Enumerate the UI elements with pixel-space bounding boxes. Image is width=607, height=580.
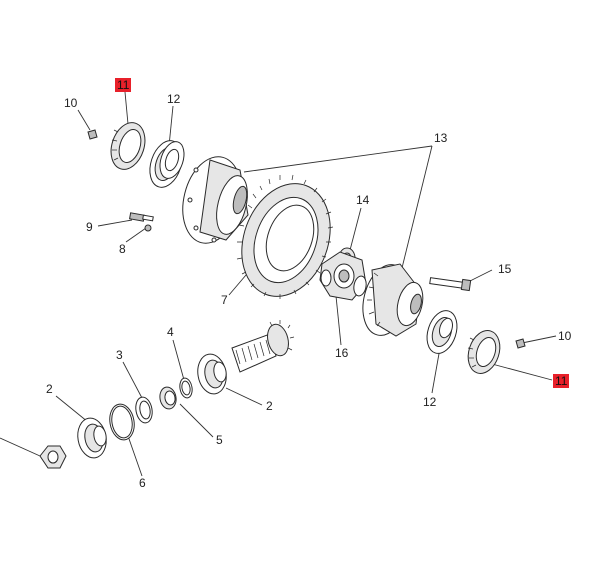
bearing-2-left — [77, 417, 107, 459]
lock-ring-right — [467, 330, 501, 374]
leader-6 — [127, 435, 143, 477]
leader-8 — [125, 227, 147, 243]
leader-10-right — [521, 335, 557, 344]
callout-10-right: 10 — [558, 329, 572, 343]
leader-10-top — [77, 109, 91, 131]
leader-lines — [0, 91, 557, 477]
leader-11-top — [124, 91, 129, 125]
drive-pinion-shaft — [231, 320, 295, 373]
leader-3 — [122, 361, 143, 399]
shim-ring-4 — [179, 377, 193, 399]
leader-9 — [97, 219, 133, 227]
callout-5: 5 — [216, 433, 223, 447]
callout-7: 7 — [221, 293, 228, 307]
bearing-2-right — [197, 353, 227, 395]
callout-16: 16 — [335, 346, 349, 360]
callout-12-top: 12 — [167, 92, 181, 106]
leader-2-right — [225, 387, 263, 406]
bolt-15 — [429, 277, 472, 292]
seal-ring-3 — [135, 396, 153, 424]
leader-7 — [228, 274, 247, 296]
set-screw-right — [515, 338, 526, 349]
leader-13-b — [401, 145, 433, 269]
callout-2-left: 2 — [46, 382, 53, 396]
set-screw-top — [87, 129, 98, 140]
washer-8 — [144, 224, 152, 232]
leader-12-bottom — [431, 347, 441, 394]
callout-12-bottom: 12 — [423, 395, 437, 409]
callout-4: 4 — [167, 325, 174, 339]
leader-15 — [467, 269, 493, 283]
leader-12-top — [168, 105, 174, 147]
callout-15: 15 — [498, 262, 512, 276]
leader-2-left — [55, 395, 89, 423]
ring-gear — [236, 174, 334, 299]
spider-gear-assembly — [319, 251, 367, 301]
callout-3: 3 — [116, 348, 123, 362]
callout-8: 8 — [119, 242, 126, 256]
callout-14: 14 — [356, 193, 370, 207]
leader-5 — [179, 403, 214, 438]
callout-11-top: 11 — [115, 78, 132, 92]
spacer-5 — [159, 386, 177, 410]
snap-ring-6 — [109, 403, 135, 441]
differential-case-right — [362, 263, 424, 337]
leader-14 — [348, 207, 362, 255]
leader-16 — [335, 295, 342, 346]
callout-2-right: 2 — [266, 399, 273, 413]
pinion-nut — [39, 445, 67, 469]
callout-9: 9 — [86, 220, 93, 234]
lock-ring-top — [110, 122, 146, 170]
leader-13-a — [243, 145, 433, 173]
axis-line-left — [0, 437, 41, 457]
bearing-right — [426, 310, 458, 354]
callout-6: 6 — [139, 476, 146, 490]
differential-case-left — [182, 156, 249, 244]
bearing-top — [149, 140, 185, 188]
leader-4 — [172, 339, 185, 381]
callout-13: 13 — [434, 131, 448, 145]
bolt-9 — [129, 212, 154, 222]
callout-11-right: 11 — [553, 374, 570, 388]
leader-11-right — [491, 363, 553, 381]
callout-10-top: 10 — [64, 96, 78, 110]
